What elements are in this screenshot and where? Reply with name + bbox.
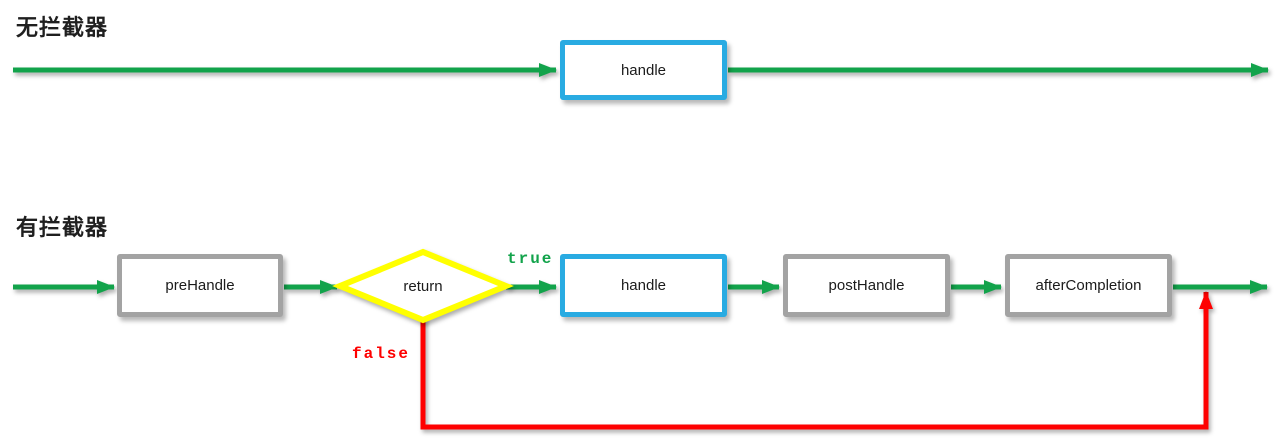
section-title-no-interceptor: 无拦截器 xyxy=(16,15,109,40)
node-handle-label: handle xyxy=(620,277,667,294)
false-branch-label: false xyxy=(352,345,411,363)
node-posthandle-label: postHandle xyxy=(828,277,905,294)
section-title-with-interceptor: 有拦截器 xyxy=(16,215,109,240)
node-handle-top-label: handle xyxy=(620,61,667,79)
return-decision-diamond xyxy=(332,248,514,324)
true-branch-label: true xyxy=(507,250,554,268)
return-text: return xyxy=(403,277,443,295)
node-prehandle-label: preHandle xyxy=(165,277,235,294)
node-prehandle: preHandle xyxy=(117,254,283,317)
node-aftercompletion-label: afterCompletion xyxy=(1035,277,1142,294)
return-decision-label: return xyxy=(340,252,506,320)
false-branch-connector xyxy=(420,291,1213,430)
node-posthandle: postHandle xyxy=(783,254,950,317)
node-handle-top: handle xyxy=(560,40,727,100)
node-handle: handle xyxy=(560,254,727,317)
node-aftercompletion: afterCompletion xyxy=(1005,254,1172,317)
